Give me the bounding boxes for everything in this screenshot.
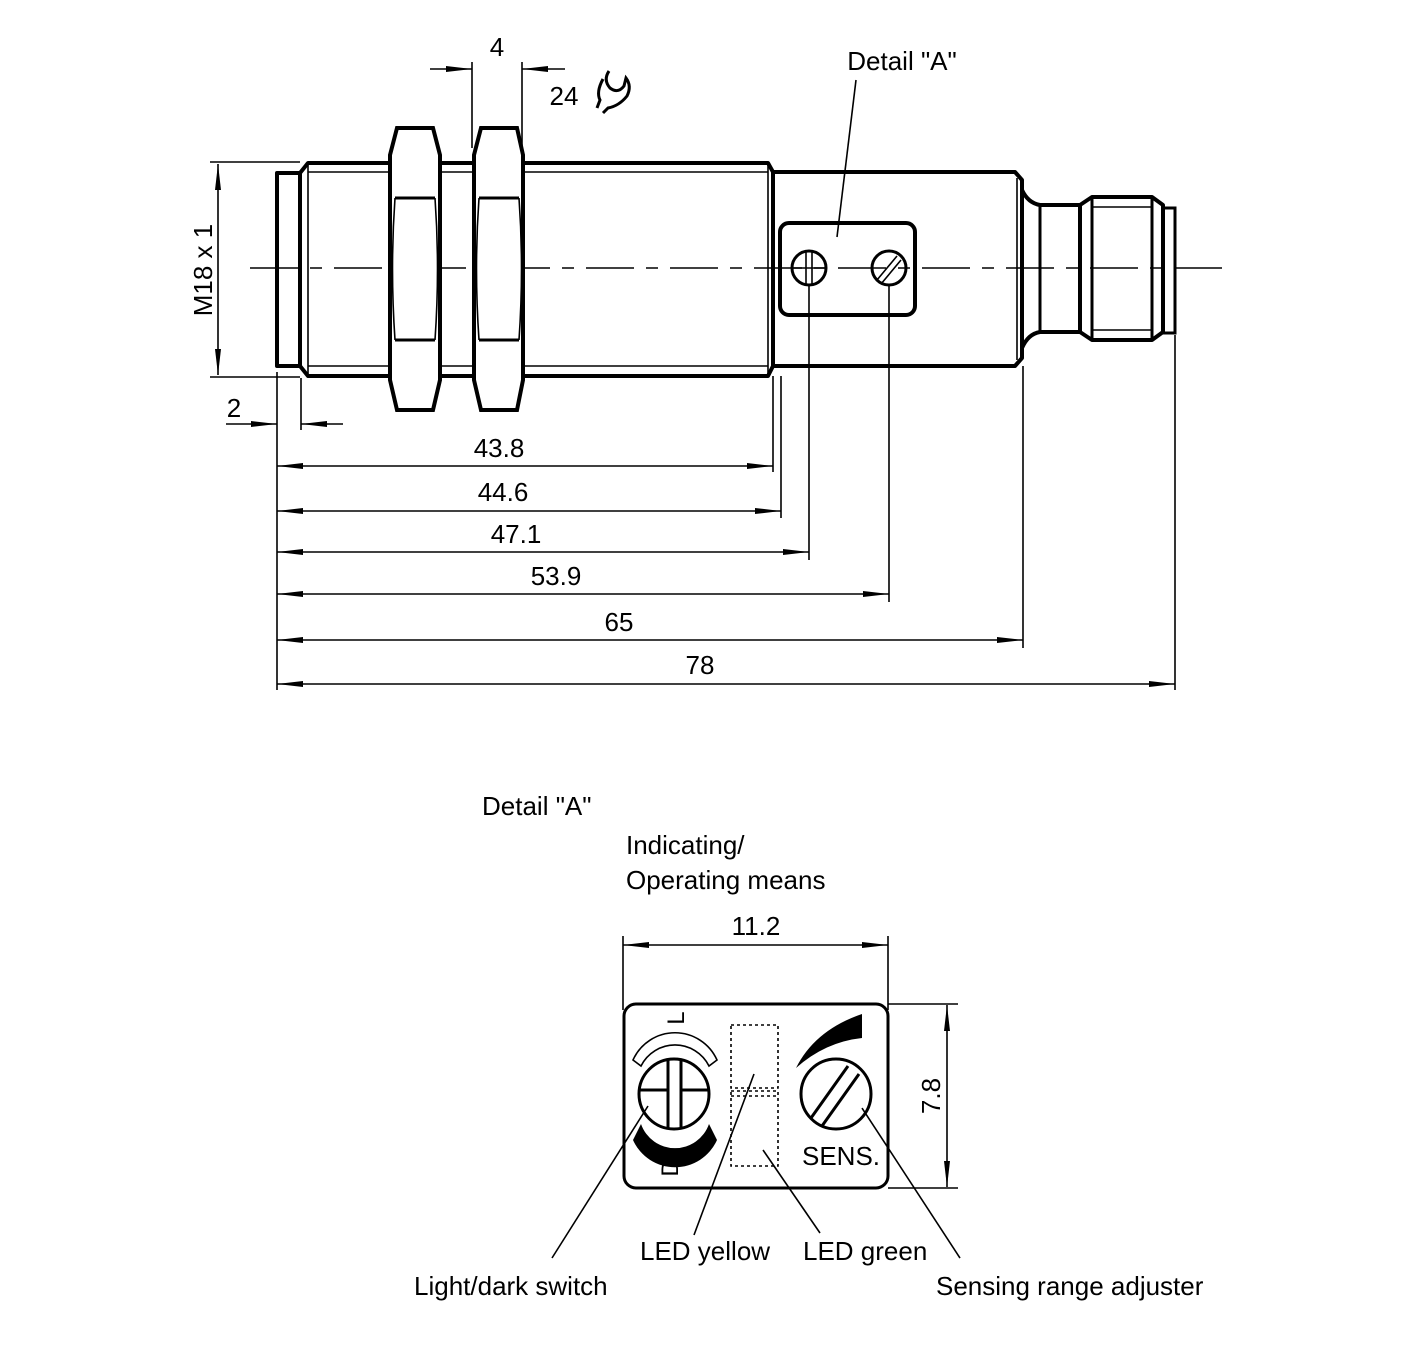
switch-letter-d: D — [657, 1159, 684, 1176]
detail-a-view: Detail "A" Indicating/ Operating means 1… — [414, 791, 1204, 1301]
detail-subtitle-1: Indicating/ — [626, 830, 745, 860]
lock-nut-2 — [472, 126, 525, 412]
range-wedge-icon — [796, 1014, 862, 1068]
light-arc-icon — [632, 1032, 718, 1068]
switch-screw-icon — [637, 1057, 711, 1131]
led-yellow — [730, 1024, 779, 1089]
width-dim: 11.2 — [732, 911, 781, 941]
wrench-icon — [595, 70, 631, 115]
label-sensing-range-adjuster: Sensing range adjuster — [936, 1271, 1204, 1301]
detail-title: Detail "A" — [482, 791, 592, 821]
wrench-size: 24 — [550, 81, 579, 111]
operating-panel — [622, 1002, 890, 1190]
thread-label: M18 x 1 — [188, 224, 218, 317]
sens-label: SENS. — [802, 1141, 880, 1171]
connector-neck — [1020, 189, 1082, 349]
dim-65: 65 — [605, 607, 634, 637]
height-dim: 7.8 — [916, 1078, 946, 1114]
rear-housing — [773, 170, 1024, 368]
adjuster-screw-icon — [799, 1057, 873, 1131]
lock-nut-1 — [388, 126, 442, 412]
led-green — [730, 1090, 779, 1167]
label-light-dark-switch: Light/dark switch — [414, 1271, 608, 1301]
front-cap — [275, 171, 302, 368]
dim-43-8: 43.8 — [474, 433, 525, 463]
sensor-side-view: Detail "A" M18 x 1 4 24 2 43.8 44 — [188, 32, 1222, 690]
dim-53-9: 53.9 — [531, 561, 582, 591]
light-dark-switch-icon — [790, 249, 828, 287]
leader-led-yellow — [693, 1073, 755, 1236]
light-dark-switch[interactable] — [632, 1032, 718, 1168]
leader-switch — [551, 1105, 649, 1259]
nut-width-dim: 4 — [490, 32, 504, 62]
detail-a-panel — [778, 221, 917, 317]
lip-dim: 2 — [227, 393, 241, 423]
dim-78: 78 — [686, 650, 715, 680]
detail-leader — [836, 79, 857, 238]
threaded-body — [298, 161, 775, 378]
leader-led-green — [762, 1149, 821, 1234]
sensing-range-adjuster[interactable] — [796, 1014, 873, 1131]
label-led-green: LED green — [803, 1236, 927, 1266]
switch-letter-l: L — [663, 1011, 690, 1024]
length-dimensions: 43.8 44.6 47.1 53.9 65 78 — [277, 433, 1175, 687]
dim-47-1: 47.1 — [491, 519, 542, 549]
detail-subtitle-2: Operating means — [626, 865, 825, 895]
leader-adjuster — [861, 1107, 961, 1259]
dark-arc-icon — [633, 1124, 717, 1168]
dim-44-6: 44.6 — [478, 477, 529, 507]
detail-callout-label: Detail "A" — [847, 46, 957, 76]
label-led-yellow: LED yellow — [640, 1236, 770, 1266]
